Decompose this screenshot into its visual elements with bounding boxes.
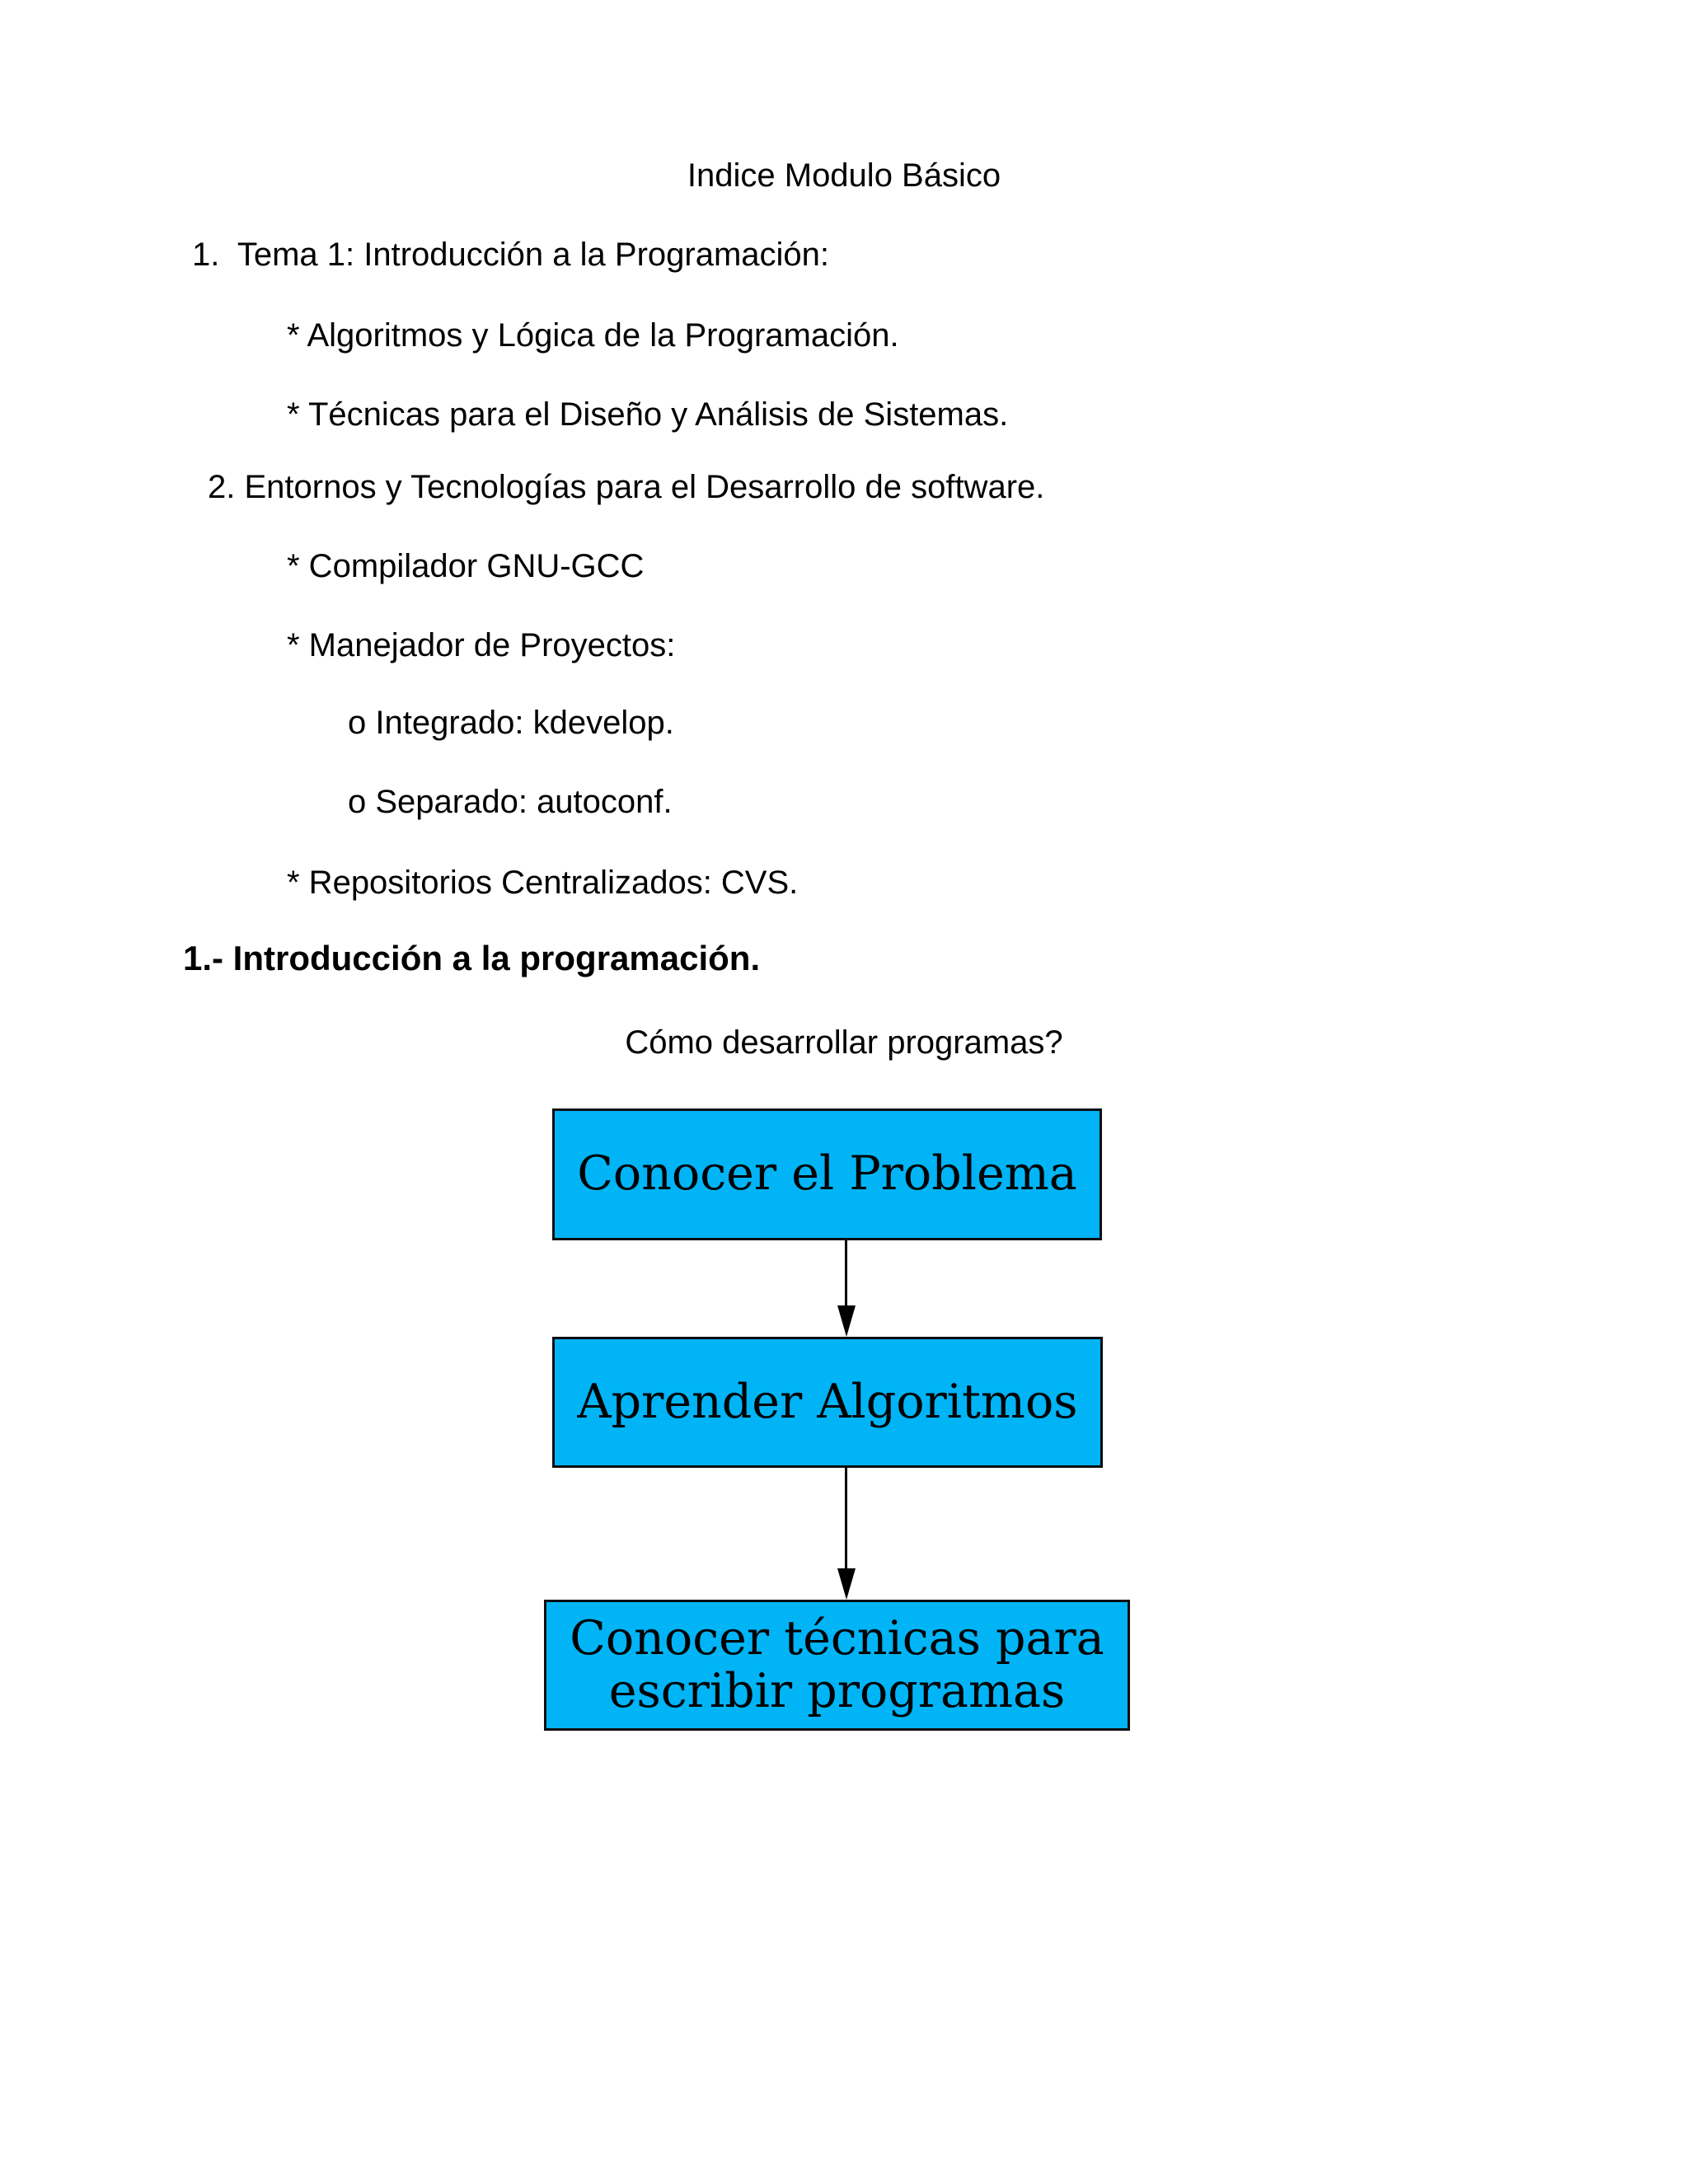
outline-item-compilador: * Compilador GNU-GCC [287, 548, 645, 584]
outline-item-algoritmos: * Algoritmos y Lógica de la Programación… [287, 317, 899, 354]
outline-item-manejador: * Manejador de Proyectos: [287, 627, 676, 663]
section-heading: 1.- Introducción a la programación. [183, 939, 761, 977]
outline-item-separado: o Separado: autoconf. [348, 784, 673, 820]
flowchart-box-label: Conocer técnicas para escribir programas [570, 1610, 1104, 1718]
arrow-line-2 [845, 1468, 847, 1569]
flowchart-box-label: Conocer el Problema [577, 1146, 1077, 1202]
flowchart-box-conocer-problema: Conocer el Problema [552, 1108, 1102, 1240]
flowchart-box-aprender-algoritmos: Aprender Algoritmos [552, 1337, 1103, 1468]
arrow-down-icon [837, 1568, 856, 1600]
outline-item-integrado: o Integrado: kdevelop. [348, 705, 674, 741]
outline-item-entornos: 2. Entornos y Tecnologías para el Desarr… [208, 469, 1045, 505]
outline-item-tecnicas: * Técnicas para el Diseño y Análisis de … [287, 396, 1009, 433]
outline-item-repositorios: * Repositorios Centralizados: CVS. [287, 865, 799, 901]
flowchart-question: Cómo desarrollar programas? [625, 1024, 1063, 1061]
arrow-line-1 [845, 1240, 847, 1306]
page-title: Indice Modulo Básico [687, 157, 1001, 194]
flowchart-box-conocer-tecnicas: Conocer técnicas para escribir programas [544, 1600, 1130, 1731]
arrow-down-icon [837, 1305, 856, 1337]
flowchart-box-label: Aprender Algoritmos [577, 1374, 1078, 1429]
outline-item-tema1: 1. Tema 1: Introducción a la Programació… [192, 237, 830, 273]
